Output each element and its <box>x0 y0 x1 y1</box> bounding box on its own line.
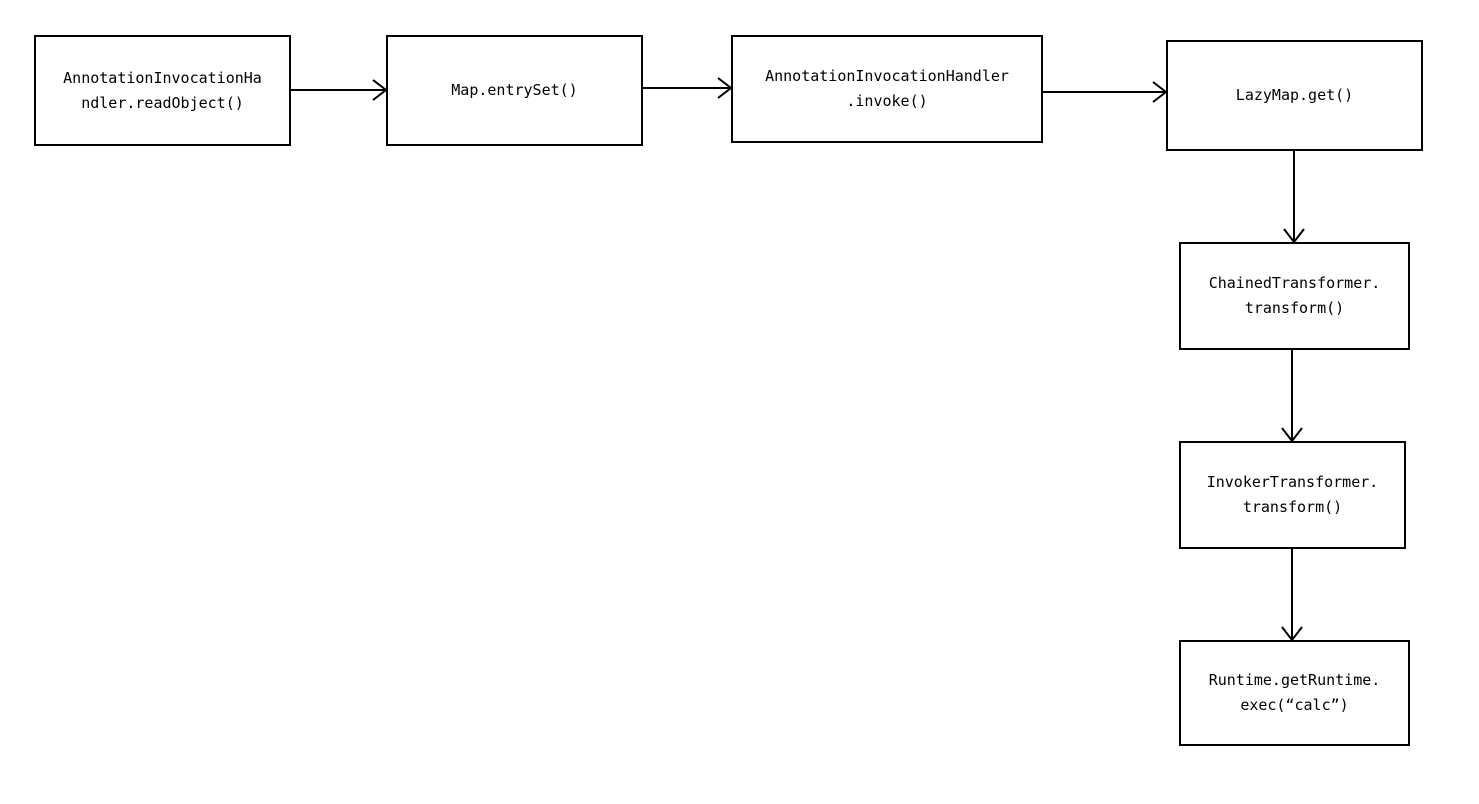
edge-invoker-to-runtime <box>1281 548 1303 642</box>
node-label: Map.entrySet() <box>451 81 578 99</box>
arrowhead-icon <box>717 77 733 99</box>
edge-invoke-to-lazymap <box>1042 81 1168 103</box>
arrowhead-icon <box>372 79 388 101</box>
arrowhead-icon <box>1281 626 1303 642</box>
node-map-entryset: Map.entrySet() <box>386 35 643 146</box>
edge-lazymap-to-chained <box>1283 150 1305 244</box>
node-runtime-exec: Runtime.getRuntime. exec(“calc”) <box>1179 640 1410 746</box>
edge-readobject-to-entryset <box>290 79 388 101</box>
node-invoker-transformer: InvokerTransformer. transform() <box>1179 441 1406 549</box>
node-label: InvokerTransformer. transform() <box>1206 473 1379 516</box>
node-label: ChainedTransformer. transform() <box>1208 274 1381 317</box>
node-label: LazyMap.get() <box>1235 86 1354 104</box>
node-chained-transformer: ChainedTransformer. transform() <box>1179 242 1410 350</box>
node-annotation-readobject: AnnotationInvocationHa ndler.readObject(… <box>34 35 291 146</box>
arrowhead-icon <box>1283 228 1305 244</box>
node-label: AnnotationInvocationHa ndler.readObject(… <box>63 68 262 112</box>
edge-entryset-to-invoke <box>642 77 733 99</box>
arrowhead-icon <box>1281 427 1303 443</box>
node-label: AnnotationInvocationHandler .invoke() <box>765 67 1009 110</box>
node-annotation-invoke: AnnotationInvocationHandler .invoke() <box>731 35 1043 143</box>
arrowhead-icon <box>1152 81 1168 103</box>
edge-chained-to-invoker <box>1281 349 1303 443</box>
node-lazymap-get: LazyMap.get() <box>1166 40 1423 151</box>
node-label: Runtime.getRuntime. exec(“calc”) <box>1208 671 1381 714</box>
